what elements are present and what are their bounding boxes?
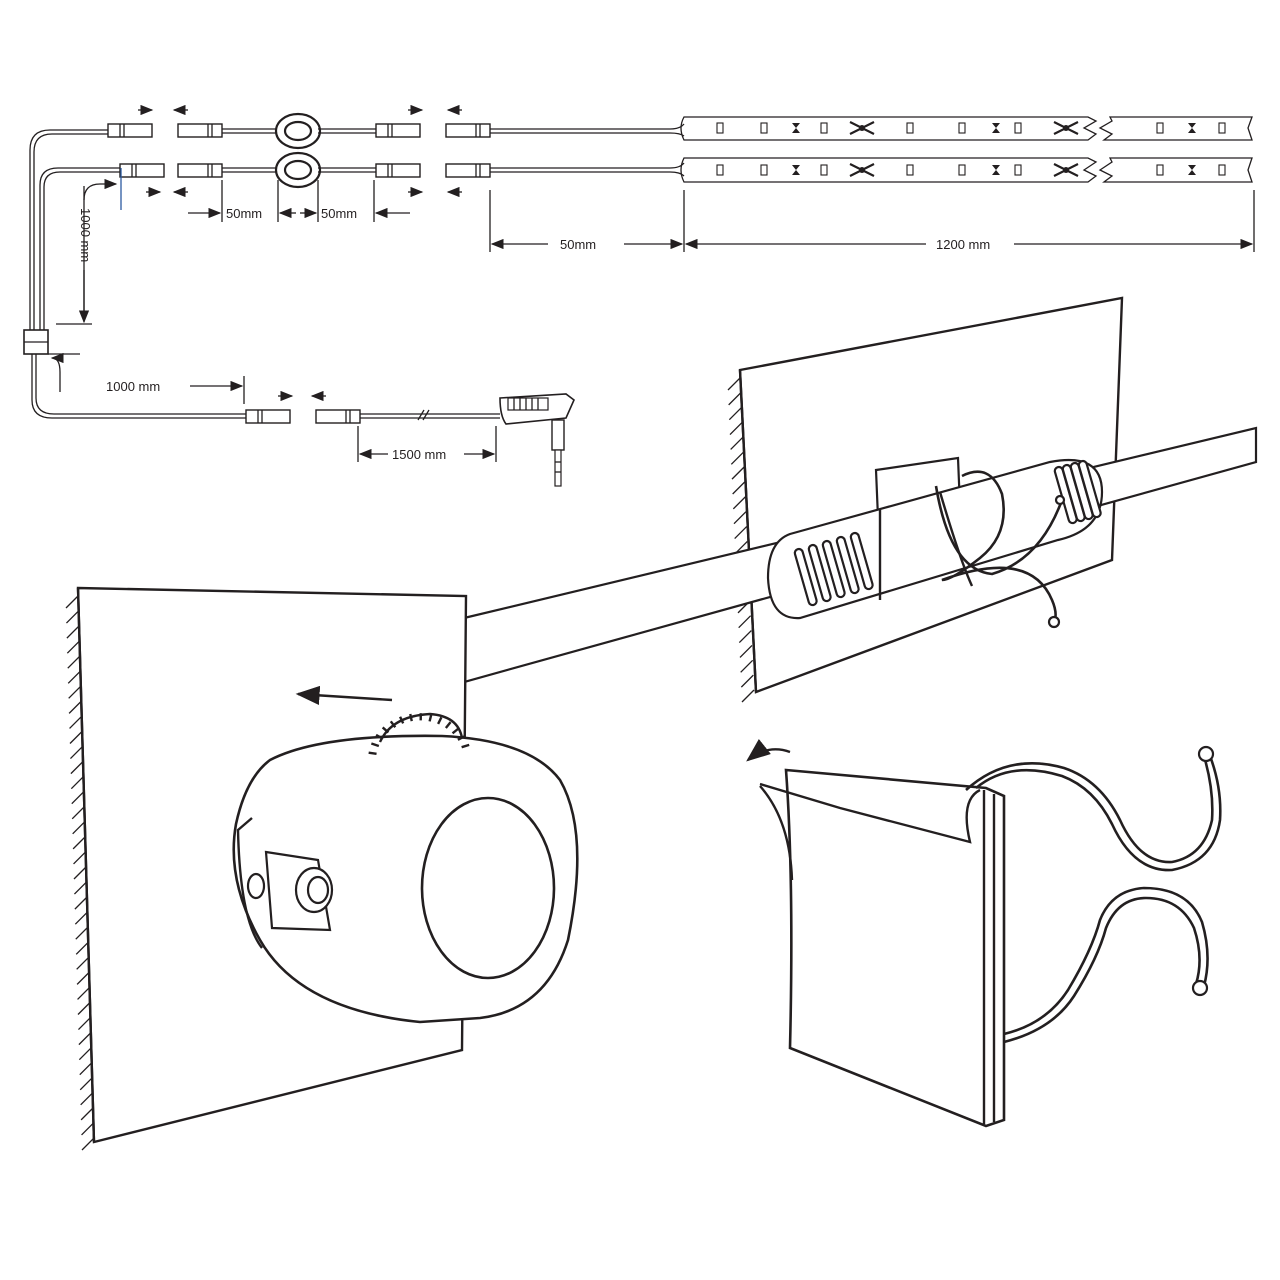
- branch-cable-lower: [39, 167, 120, 330]
- arrow-left-icon: [172, 104, 462, 402]
- arrow-right-icon: [138, 104, 424, 402]
- inline-connector: [766, 458, 1104, 620]
- dimmer-knob-unit: [232, 712, 579, 1024]
- adhesive-pad: [759, 768, 1006, 1128]
- main-cable: [31, 354, 246, 419]
- knob-teeth: [368, 713, 470, 755]
- lower-cable-row: [119, 151, 685, 189]
- dim-label-main-cable: 1000 mm: [106, 379, 160, 394]
- dim-label-50mm-right: 50mm: [321, 206, 357, 221]
- led-chips-lower: [716, 163, 1226, 177]
- upper-cable-row: [107, 112, 685, 150]
- dim-label-adapter-cable: 1500 mm: [392, 447, 446, 462]
- spring-clip-lower: [1003, 886, 1209, 1044]
- installation-illustration: [65, 296, 1258, 1151]
- dim-label-lead: 50mm: [560, 237, 596, 252]
- knob-face: [420, 796, 556, 980]
- branch-cable-upper: [29, 129, 108, 330]
- led-strip-upper: [680, 116, 1253, 141]
- wall-hatching-left: [65, 595, 95, 1151]
- spring-clip-upper: [965, 745, 1222, 872]
- dimension-lines: [48, 168, 1255, 462]
- wiring-schematic: 50mm 50mm 50mm 1200 mm 1000 mm 1000 mm 1…: [23, 104, 1255, 487]
- dim-label-branch-cable: 1000 mm: [78, 208, 93, 262]
- led-chips-upper: [716, 121, 1226, 135]
- insert-direction-arrow: [295, 685, 393, 705]
- curved-arrow-icon: [746, 739, 791, 762]
- jack-plug-icon: [499, 393, 575, 487]
- grip-rings-right: [1053, 459, 1102, 525]
- led-strip-lower: [680, 157, 1253, 183]
- wire-loop-clip: [941, 470, 1057, 623]
- dim-label-50mm-left: 50mm: [226, 206, 262, 221]
- grip-rings-left: [793, 531, 874, 607]
- dim-label-strip-length: 1200 mm: [936, 237, 990, 252]
